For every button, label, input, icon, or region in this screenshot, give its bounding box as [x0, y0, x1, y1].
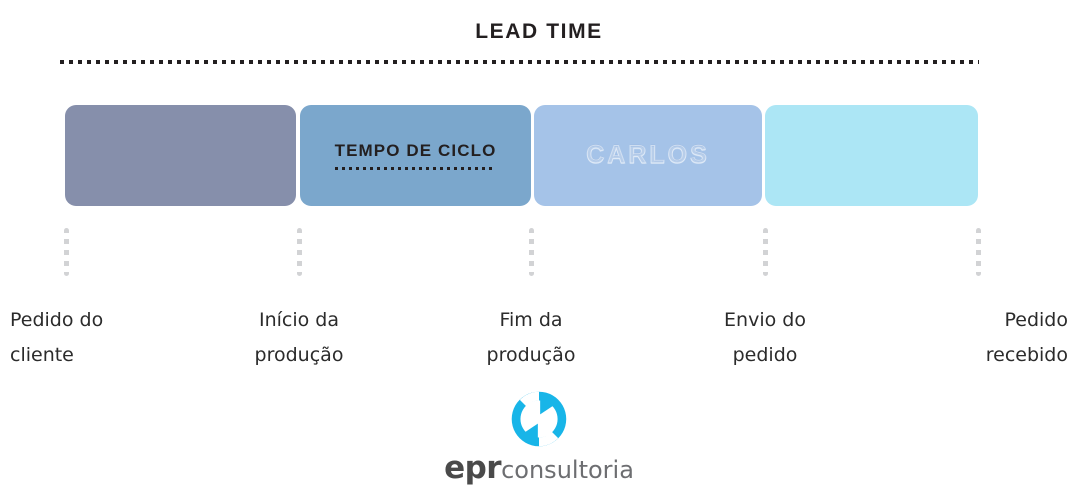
- milestone-caption-pedido-do-cliente: Pedido do cliente: [10, 303, 170, 373]
- milestone-tick-inicio-da-producao: [297, 228, 302, 276]
- caption-line-2: produção: [254, 344, 344, 366]
- phase-label: TEMPO DE CICLO: [334, 141, 497, 170]
- page-title: LEAD TIME: [475, 20, 603, 43]
- caption-line-1: Envio do: [724, 309, 806, 331]
- brand-logo: epr consultoria: [0, 390, 1078, 486]
- milestone-tick-fim-da-producao: [529, 228, 534, 276]
- brand-name-primary: epr: [444, 450, 502, 486]
- brand-wordmark: epr consultoria: [444, 450, 634, 486]
- phase-bar-track: TEMPO DE CICLO CARLOS: [0, 105, 1078, 206]
- caption-line-2: cliente: [10, 344, 74, 366]
- milestone-tick-pedido-recebido: [976, 228, 981, 276]
- caption-line-2: produção: [486, 344, 576, 366]
- milestone-caption-fim-da-producao: Fim da produção: [439, 303, 623, 373]
- caption-line-1: Pedido: [1004, 309, 1069, 331]
- milestone-caption-inicio-da-producao: Início da produção: [207, 303, 391, 373]
- brand-name-secondary: consultoria: [501, 456, 634, 484]
- caption-line-1: Fim da: [499, 309, 563, 331]
- milestone-caption-pedido-recebido: Pedido recebido: [888, 303, 1068, 373]
- circular-refresh-arrow-icon: [511, 391, 567, 447]
- milestone-caption-envio-do-pedido: Envio do pedido: [673, 303, 857, 373]
- phase-bar-order-to-production-wait: [65, 105, 296, 206]
- caption-line-1: Pedido do: [10, 309, 104, 331]
- milestone-tick-envio-do-pedido: [763, 228, 768, 276]
- lead-time-span-rule: [60, 60, 979, 64]
- milestone-tick-pedido-do-cliente: [64, 228, 69, 276]
- phase-bar-production-to-shipping: CARLOS: [534, 105, 762, 206]
- phase-bar-shipping-to-delivery: [765, 105, 978, 206]
- phase-watermark-label: CARLOS: [586, 141, 710, 170]
- caption-line-2: pedido: [732, 344, 798, 366]
- phase-bar-tempo-de-ciclo: TEMPO DE CICLO: [300, 105, 531, 206]
- caption-line-1: Início da: [258, 309, 340, 331]
- caption-line-2: recebido: [985, 344, 1068, 366]
